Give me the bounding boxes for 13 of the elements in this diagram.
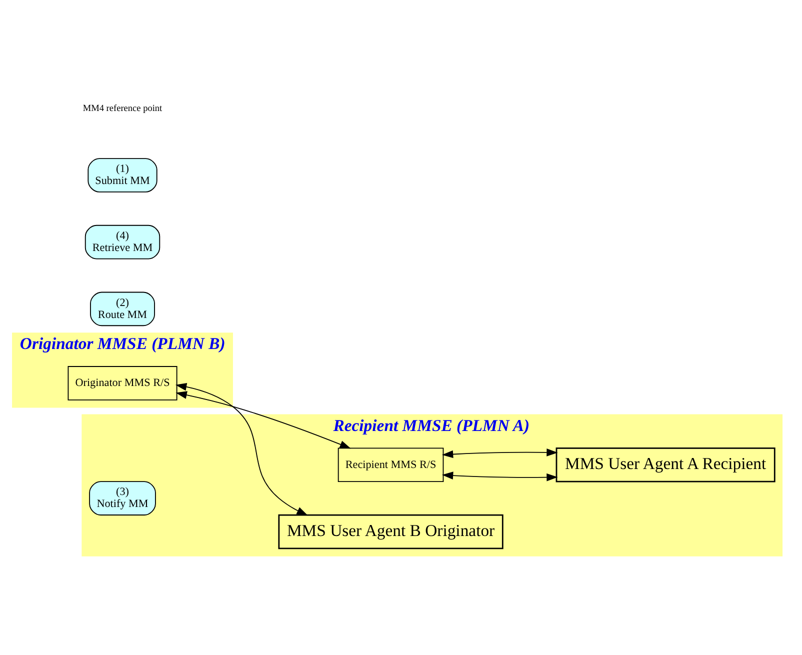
node-box: (4) Retrieve MM	[84, 224, 160, 260]
arrow	[175, 383, 308, 516]
node-box: Originator MMS R/S	[68, 366, 178, 400]
node-box: (3) Notify MM	[89, 481, 156, 516]
node-box: Recipient MMS R/S	[338, 448, 444, 482]
node-box: (2) Route MM	[90, 292, 155, 326]
node-box: MMS User Agent A Recipient	[556, 447, 776, 482]
arrow	[442, 448, 558, 458]
arrow	[442, 472, 558, 482]
label: MM4 reference point	[82, 104, 162, 114]
node-box: (1) Submit MM	[88, 158, 158, 192]
node-box: MMS User Agent B Originator	[278, 514, 504, 550]
arrow	[176, 391, 351, 449]
